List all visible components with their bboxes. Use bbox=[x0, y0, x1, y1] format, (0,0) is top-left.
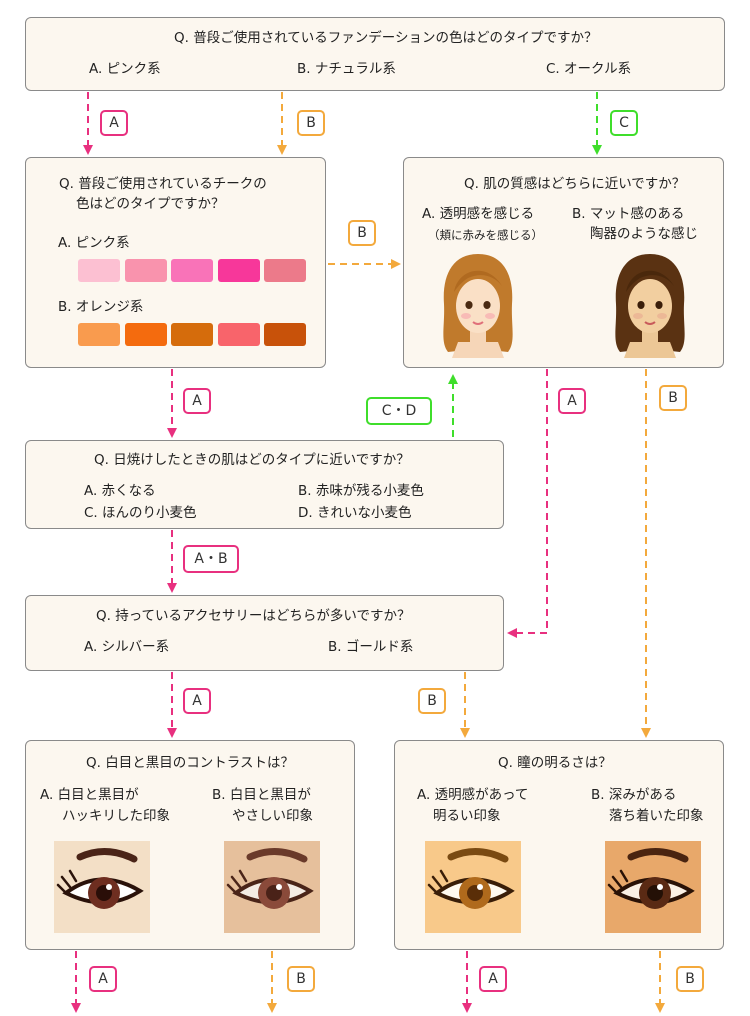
tag-q1-b: B bbox=[297, 110, 325, 136]
option-sunburn-b: B. 赤味が残る小麦色 bbox=[298, 483, 424, 499]
face-illustration-matte bbox=[615, 254, 685, 358]
question-accessories-text: Q. 持っているアクセサリーはどちらが多いですか？ bbox=[96, 608, 411, 624]
eye-illustration-deep bbox=[605, 841, 701, 933]
option-cheek-b: B. オレンジ系 bbox=[58, 299, 144, 315]
eye-illustration-soft-contrast bbox=[224, 841, 320, 933]
option-brightness-a-line2: 明るい印象 bbox=[433, 808, 501, 824]
tag-q4-ab: A・B bbox=[183, 545, 239, 573]
tag-q1-c: C bbox=[610, 110, 638, 136]
question-accessories: Q. 持っているアクセサリーはどちらが多いですか？ A. シルバー系 B. ゴー… bbox=[25, 595, 504, 671]
option-sunburn-c: C. ほんのり小麦色 bbox=[84, 505, 197, 521]
option-texture-a-line1: A. 透明感を感じる bbox=[422, 206, 535, 222]
pink-swatch-4 bbox=[217, 259, 260, 282]
pink-swatch-2 bbox=[124, 259, 167, 282]
tag-q2-b: B bbox=[348, 220, 376, 246]
option-contrast-a-line2: ハッキリした印象 bbox=[62, 808, 170, 824]
tag-q3-a: A bbox=[558, 388, 586, 414]
question-foundation-color: Q. 普段ご使用されているファンデーションの色はどのタイプですか？ A. ピンク… bbox=[25, 17, 725, 91]
option-contrast-b-line2: やさしい印象 bbox=[232, 808, 313, 824]
orange-swatch-2 bbox=[124, 323, 167, 346]
pink-swatch-5 bbox=[264, 259, 306, 282]
option-contrast-a-line1: A. 白目と黒目が bbox=[40, 787, 139, 803]
tag-q5-a: A bbox=[183, 688, 211, 714]
question-sunburn-skin: Q. 日焼けしたときの肌はどのタイプに近いですか？ A. 赤くなる B. 赤味が… bbox=[25, 440, 504, 529]
question-contrast-text: Q. 白目と黒目のコントラストは？ bbox=[86, 755, 294, 771]
tag-q7-a: A bbox=[479, 966, 507, 992]
face-illustration-clear bbox=[443, 254, 513, 358]
orange-swatch-5 bbox=[264, 323, 306, 346]
tag-q5-b: B bbox=[418, 688, 446, 714]
question-eye-contrast: Q. 白目と黒目のコントラストは？ A. 白目と黒目が ハッキリした印象 B. … bbox=[25, 740, 355, 950]
tag-q7-b: B bbox=[676, 966, 704, 992]
tag-q3-b: B bbox=[659, 385, 687, 411]
tag-q1-a: A bbox=[100, 110, 128, 136]
orange-swatch-1 bbox=[78, 323, 120, 346]
option-sunburn-a: A. 赤くなる bbox=[84, 483, 156, 499]
question-brightness-text: Q. 瞳の明るさは？ bbox=[498, 755, 612, 771]
question-pupil-brightness: Q. 瞳の明るさは？ A. 透明感があって 明るい印象 B. 深みがある 落ち着… bbox=[394, 740, 724, 950]
question-cheek-text-line2: 色はどのタイプですか？ bbox=[76, 196, 225, 212]
option-brightness-a-line1: A. 透明感があって bbox=[417, 787, 529, 803]
tag-q2-a: A bbox=[183, 388, 211, 414]
option-texture-b-line2: 陶器のような感じ bbox=[590, 226, 698, 242]
option-accessories-b: B. ゴールド系 bbox=[328, 639, 414, 655]
option-contrast-b-line1: B. 白目と黒目が bbox=[212, 787, 311, 803]
question-sunburn-text: Q. 日焼けしたときの肌はどのタイプに近いですか？ bbox=[94, 452, 410, 468]
question-foundation-text: Q. 普段ご使用されているファンデーションの色はどのタイプですか？ bbox=[174, 30, 598, 46]
option-texture-a-line2: （頬に赤みを感じる） bbox=[428, 228, 543, 242]
option-sunburn-d: D. きれいな小麦色 bbox=[298, 505, 412, 521]
question-cheek-text-line1: Q. 普段ご使用されているチークの bbox=[59, 176, 267, 192]
question-skin-texture: Q. 肌の質感はどちらに近いですか？ A. 透明感を感じる （頬に赤みを感じる）… bbox=[403, 157, 724, 368]
option-accessories-a: A. シルバー系 bbox=[84, 639, 170, 655]
option-cheek-a: A. ピンク系 bbox=[58, 235, 130, 251]
option-foundation-a: A. ピンク系 bbox=[89, 61, 161, 77]
tag-q6-a: A bbox=[89, 966, 117, 992]
tag-q4-cd: C・D bbox=[366, 397, 432, 425]
option-brightness-b-line1: B. 深みがある bbox=[591, 787, 677, 803]
question-cheek-color: Q. 普段ご使用されているチークの 色はどのタイプですか？ A. ピンク系 B.… bbox=[25, 157, 326, 368]
pink-swatch-3 bbox=[171, 259, 213, 282]
orange-swatch-4 bbox=[217, 323, 260, 346]
tag-q6-b: B bbox=[287, 966, 315, 992]
option-foundation-c: C. オークル系 bbox=[546, 61, 632, 77]
question-texture-text: Q. 肌の質感はどちらに近いですか？ bbox=[464, 176, 686, 192]
orange-swatch-3 bbox=[171, 323, 213, 346]
option-brightness-b-line2: 落ち着いた印象 bbox=[609, 808, 704, 824]
eye-illustration-high-contrast bbox=[54, 841, 150, 933]
eye-illustration-bright bbox=[425, 841, 521, 933]
arrow-q3-a bbox=[507, 369, 548, 638]
option-foundation-b: B. ナチュラル系 bbox=[297, 61, 396, 77]
option-texture-b-line1: B. マット感のある bbox=[572, 206, 685, 222]
pink-swatch-1 bbox=[78, 259, 120, 282]
